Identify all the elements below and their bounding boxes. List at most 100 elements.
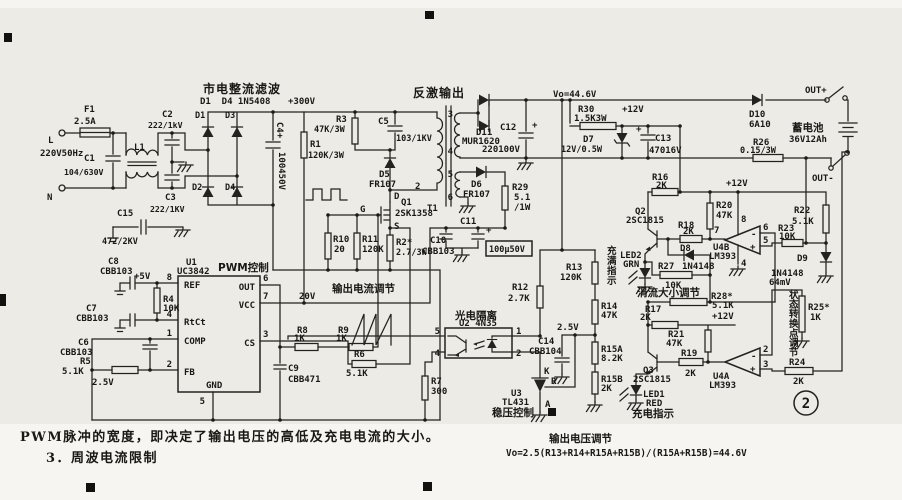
pin-t1-3: 3 (448, 110, 453, 120)
feedback-network (287, 99, 603, 423)
capacitor-c10 (439, 227, 453, 249)
value-r2: 2.7/3W (396, 248, 428, 258)
pin-u1-comp: COMP (184, 337, 206, 347)
value-r6: 5.1K (346, 369, 368, 379)
value-r1: 120K/3W (308, 151, 345, 161)
snubber-and-mosfet (272, 111, 441, 421)
resistor-r28 (669, 297, 708, 307)
label-d8: D8 (680, 244, 691, 254)
value-c6: CBB103 (60, 348, 93, 358)
value-q3: 2SC1815 (633, 375, 671, 385)
section-voltage-adjust: 输出电压调节 (549, 432, 612, 445)
resistor-r12 (536, 285, 544, 309)
value-c2: 222/1kV (148, 120, 183, 130)
sign-u4a-plus: + (750, 365, 756, 375)
net-2v5-fb: 2.5V (92, 378, 114, 388)
pin-u2-2: 2 (516, 349, 521, 359)
page-marker-circle (793, 390, 819, 416)
value-d11: MUR1620 (462, 137, 500, 147)
pin-u4b-6: 6 (763, 223, 768, 233)
terminal-out-plus: OUT+ (805, 86, 827, 96)
label-r13: R13 (566, 263, 582, 273)
scan-artifact-marks (0, 11, 556, 492)
pin-q1-s: S (394, 222, 399, 232)
pin-u1-out: OUT (239, 283, 256, 293)
label-led2: LED2 (620, 251, 642, 261)
section-mains-rectifier: 市电整流滤波 (203, 81, 281, 96)
resistor-r14 (591, 299, 599, 325)
label-r15b: R15B (601, 375, 623, 385)
label-c9: C9 (288, 364, 299, 374)
resistor-r11 (353, 232, 361, 260)
pin-u4a-3: 3 (763, 360, 768, 370)
value-r25: 1K (810, 313, 821, 323)
resistor-r29 (501, 185, 509, 211)
resistor-r23 (781, 238, 804, 248)
capacitor-c15 (107, 219, 191, 243)
label-led1: LED1 (643, 390, 665, 400)
label-u4a: U4A (713, 372, 730, 382)
label-r23: R23 (778, 224, 794, 234)
section-opto-isolation: 光电隔离 (454, 309, 497, 322)
value-led2: GRN (623, 260, 639, 270)
section-voltage-reg: 稳压控制 (492, 406, 534, 419)
label-c4: C4+ (274, 122, 284, 139)
label-r3: R3 (336, 115, 347, 125)
section-trickle-adjust: 涓流大小调节 (637, 286, 700, 299)
label-c13: C13 (655, 134, 671, 144)
note-line-2: 3．周波电流限制 (46, 450, 158, 466)
net-vo: Vo=44.6V (553, 90, 597, 100)
net-300v: +300V (288, 97, 316, 107)
pin-t1-4: 4 (448, 147, 454, 157)
pin-u1-3: 3 (263, 330, 268, 340)
pin-t1-6: 6 (448, 193, 453, 203)
value-r22: 5.1K (792, 217, 814, 227)
capacitor-c12 (518, 99, 534, 159)
polarity-c13: + (636, 125, 642, 135)
resistor-r18 (679, 234, 703, 244)
shunt-regulator-tl431 (530, 334, 576, 423)
value-r20: 47K (716, 211, 733, 221)
label-f1: F1 (84, 105, 95, 115)
ac-input-filter (58, 127, 194, 243)
label-r27: R27 (658, 262, 674, 272)
label-r24: R24 (789, 358, 806, 368)
label-c11: C11 (460, 217, 476, 227)
label-r30: R30 (578, 105, 594, 115)
pin-u4b-7: 7 (714, 226, 719, 236)
label-d9: D9 (797, 254, 808, 264)
battery-output (824, 86, 858, 171)
capacitor-c14 (554, 334, 596, 375)
value-d5: FR107 (369, 180, 396, 190)
resistor-r10 (324, 232, 332, 260)
value-r10: 20 (334, 245, 345, 255)
transistor-q3 (635, 351, 658, 386)
resistor-r7 (421, 375, 429, 401)
label-r9: R9 (338, 326, 349, 336)
label-c15: C15 (117, 209, 133, 219)
value-d8: 1N4148 (682, 262, 715, 272)
resistor-r22 (822, 204, 830, 234)
pin-u1-4: 4 (167, 310, 173, 320)
label-c7: C7 (86, 304, 97, 314)
value-r18: 2K (683, 227, 694, 237)
pin-u1-8: 8 (167, 273, 172, 283)
value-c8: CBB103 (100, 267, 133, 277)
pin-u1-vcc: VCC (239, 301, 255, 311)
choke-l1 (125, 132, 173, 189)
value-r3: 47K/3W (314, 125, 346, 135)
switch-out-minus (832, 154, 846, 167)
resistor-r13 (591, 261, 599, 285)
value-r11: 120K (362, 245, 384, 255)
pin-u4a-2: 2 (763, 345, 768, 355)
label-c5: C5 (378, 117, 389, 127)
led2-arrows (628, 270, 646, 285)
resistor-r15b (591, 371, 599, 395)
capacitor-c1 (105, 132, 121, 189)
value-r8: 1K (294, 334, 305, 344)
label-d6: D6 (471, 180, 482, 190)
value-r9: 1K (336, 334, 347, 344)
value-d6: FR107 (463, 190, 490, 200)
resistor-r21 (704, 329, 712, 353)
value-r21: 47K (666, 339, 683, 349)
